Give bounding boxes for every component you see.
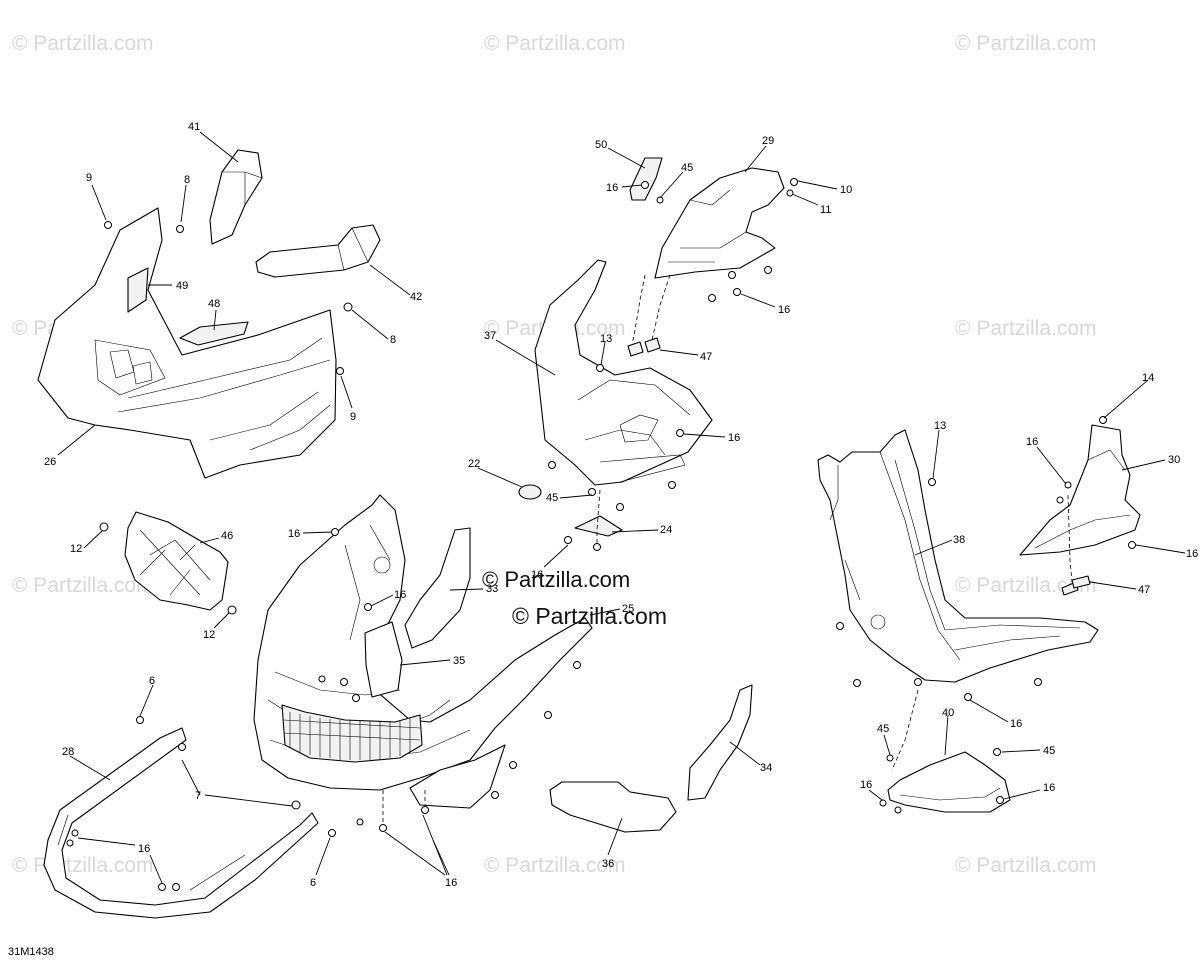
callout-label[interactable]: 42	[410, 291, 422, 303]
callout-label[interactable]: 16	[288, 528, 300, 540]
callout-label[interactable]: 16	[1010, 718, 1022, 730]
part-36[interactable]	[549, 781, 677, 833]
callout-label[interactable]: 8	[390, 334, 396, 346]
callout-label[interactable]: 9	[86, 172, 92, 184]
callout-label[interactable]: 38	[953, 534, 965, 546]
callout-label[interactable]: 28	[62, 746, 74, 758]
part-26[interactable]	[37, 207, 337, 479]
callout-label[interactable]: 12	[70, 543, 82, 555]
callout-label[interactable]: 45	[681, 162, 693, 174]
part-24[interactable]	[574, 515, 623, 537]
part-35[interactable]	[364, 621, 403, 698]
callout-label[interactable]: 6	[310, 877, 316, 889]
callout-label[interactable]: 22	[468, 458, 480, 470]
part-29[interactable]	[654, 167, 785, 279]
bumper-skirt[interactable]	[409, 744, 506, 809]
fasteners	[66, 178, 1136, 891]
callout-label[interactable]: 24	[660, 524, 672, 536]
callout-label[interactable]: 33	[486, 583, 498, 595]
callout-label[interactable]: 16	[1026, 436, 1038, 448]
callout-label[interactable]: 16	[394, 589, 406, 601]
part-48[interactable]	[179, 321, 249, 346]
callout-label[interactable]: 34	[760, 762, 772, 774]
watermark: © Partzilla.com	[484, 32, 626, 55]
assembly-lines	[382, 274, 1073, 822]
part-37[interactable]	[534, 259, 713, 486]
callout-label[interactable]: 8	[184, 174, 190, 186]
part-34[interactable]	[687, 684, 753, 801]
callout-label[interactable]: 16	[445, 877, 457, 889]
callout-label[interactable]: 16	[778, 304, 790, 316]
callout-label[interactable]: 10	[840, 184, 852, 196]
callout-label[interactable]: 16	[860, 779, 872, 791]
watermark: © Partzilla.com	[12, 854, 154, 877]
leader-lines	[57, 131, 1186, 884]
callout-label[interactable]: 16	[606, 182, 618, 194]
callout-label[interactable]: 45	[1043, 745, 1055, 757]
watermark: © Partzilla.com	[955, 32, 1097, 55]
watermark: © Partzilla.com	[484, 854, 626, 877]
callout-label[interactable]: 16	[1043, 782, 1055, 794]
watermark: © Partzilla.com	[12, 574, 154, 597]
callout-label[interactable]: 45	[877, 723, 889, 735]
watermark: © Partzilla.com	[955, 854, 1097, 877]
callout-label[interactable]: 29	[762, 135, 774, 147]
callout-label[interactable]: 45	[546, 492, 558, 504]
part-30[interactable]	[1019, 424, 1141, 556]
part-47-clip[interactable]	[1061, 575, 1091, 596]
callout-label[interactable]: 35	[453, 655, 465, 667]
watermark: © Partzilla.com	[955, 317, 1097, 340]
callout-label[interactable]: 11	[820, 204, 831, 216]
callout-label[interactable]: 14	[1142, 372, 1154, 384]
watermark-layer: © Partzilla.com © Partzilla.com © Partzi…	[12, 32, 1097, 877]
part-42[interactable]	[255, 224, 381, 278]
callout-label[interactable]: 26	[44, 456, 56, 468]
callout-label[interactable]: 6	[149, 675, 155, 687]
part-50[interactable]	[629, 157, 663, 201]
callout-label[interactable]: 13	[600, 333, 612, 345]
callout-label[interactable]: 41	[188, 121, 200, 133]
callout-label[interactable]: 16	[138, 843, 150, 855]
diagram-code: 31M1438	[8, 946, 54, 958]
callout-label[interactable]: 9	[350, 411, 356, 423]
callout-label[interactable]: 25	[622, 603, 634, 615]
grille[interactable]	[281, 704, 423, 763]
watermark: © Partzilla.com	[12, 32, 154, 55]
callouts: 41 9 8 49 48 42 8 9 26 50 45 16 29 10 11…	[44, 121, 1198, 889]
part-40[interactable]	[887, 751, 1011, 813]
callout-label[interactable]: 50	[595, 139, 607, 151]
part-46[interactable]	[124, 511, 229, 611]
callout-label[interactable]: 49	[176, 280, 188, 292]
callout-label[interactable]: 30	[1168, 454, 1180, 466]
part-28[interactable]	[43, 727, 319, 919]
part-22[interactable]	[518, 484, 542, 500]
callout-label[interactable]: 47	[1138, 584, 1150, 596]
callout-label[interactable]: 46	[221, 530, 233, 542]
callout-label[interactable]: 47	[700, 351, 712, 363]
callout-label[interactable]: 40	[942, 707, 954, 719]
center-watermark: © Partzilla.com	[512, 603, 667, 629]
part-47-clip[interactable]	[627, 337, 661, 357]
callout-label[interactable]: 16	[531, 569, 543, 581]
part-41[interactable]	[209, 149, 263, 245]
callout-label[interactable]: 16	[728, 432, 740, 444]
part-33[interactable]	[404, 527, 471, 649]
callout-label[interactable]: 12	[203, 629, 215, 641]
callout-label[interactable]: 16	[1186, 548, 1198, 560]
callout-label[interactable]: 13	[934, 420, 946, 432]
center-watermark: © Partzilla.com	[482, 567, 630, 592]
callout-label[interactable]: 37	[484, 330, 496, 342]
callout-label[interactable]: 48	[208, 298, 220, 310]
callout-label[interactable]: 7	[195, 790, 201, 802]
callout-label[interactable]: 36	[602, 858, 614, 870]
part-49[interactable]	[127, 267, 149, 313]
part-38[interactable]	[817, 429, 1099, 683]
watermark: © Partzilla.com	[955, 574, 1097, 597]
